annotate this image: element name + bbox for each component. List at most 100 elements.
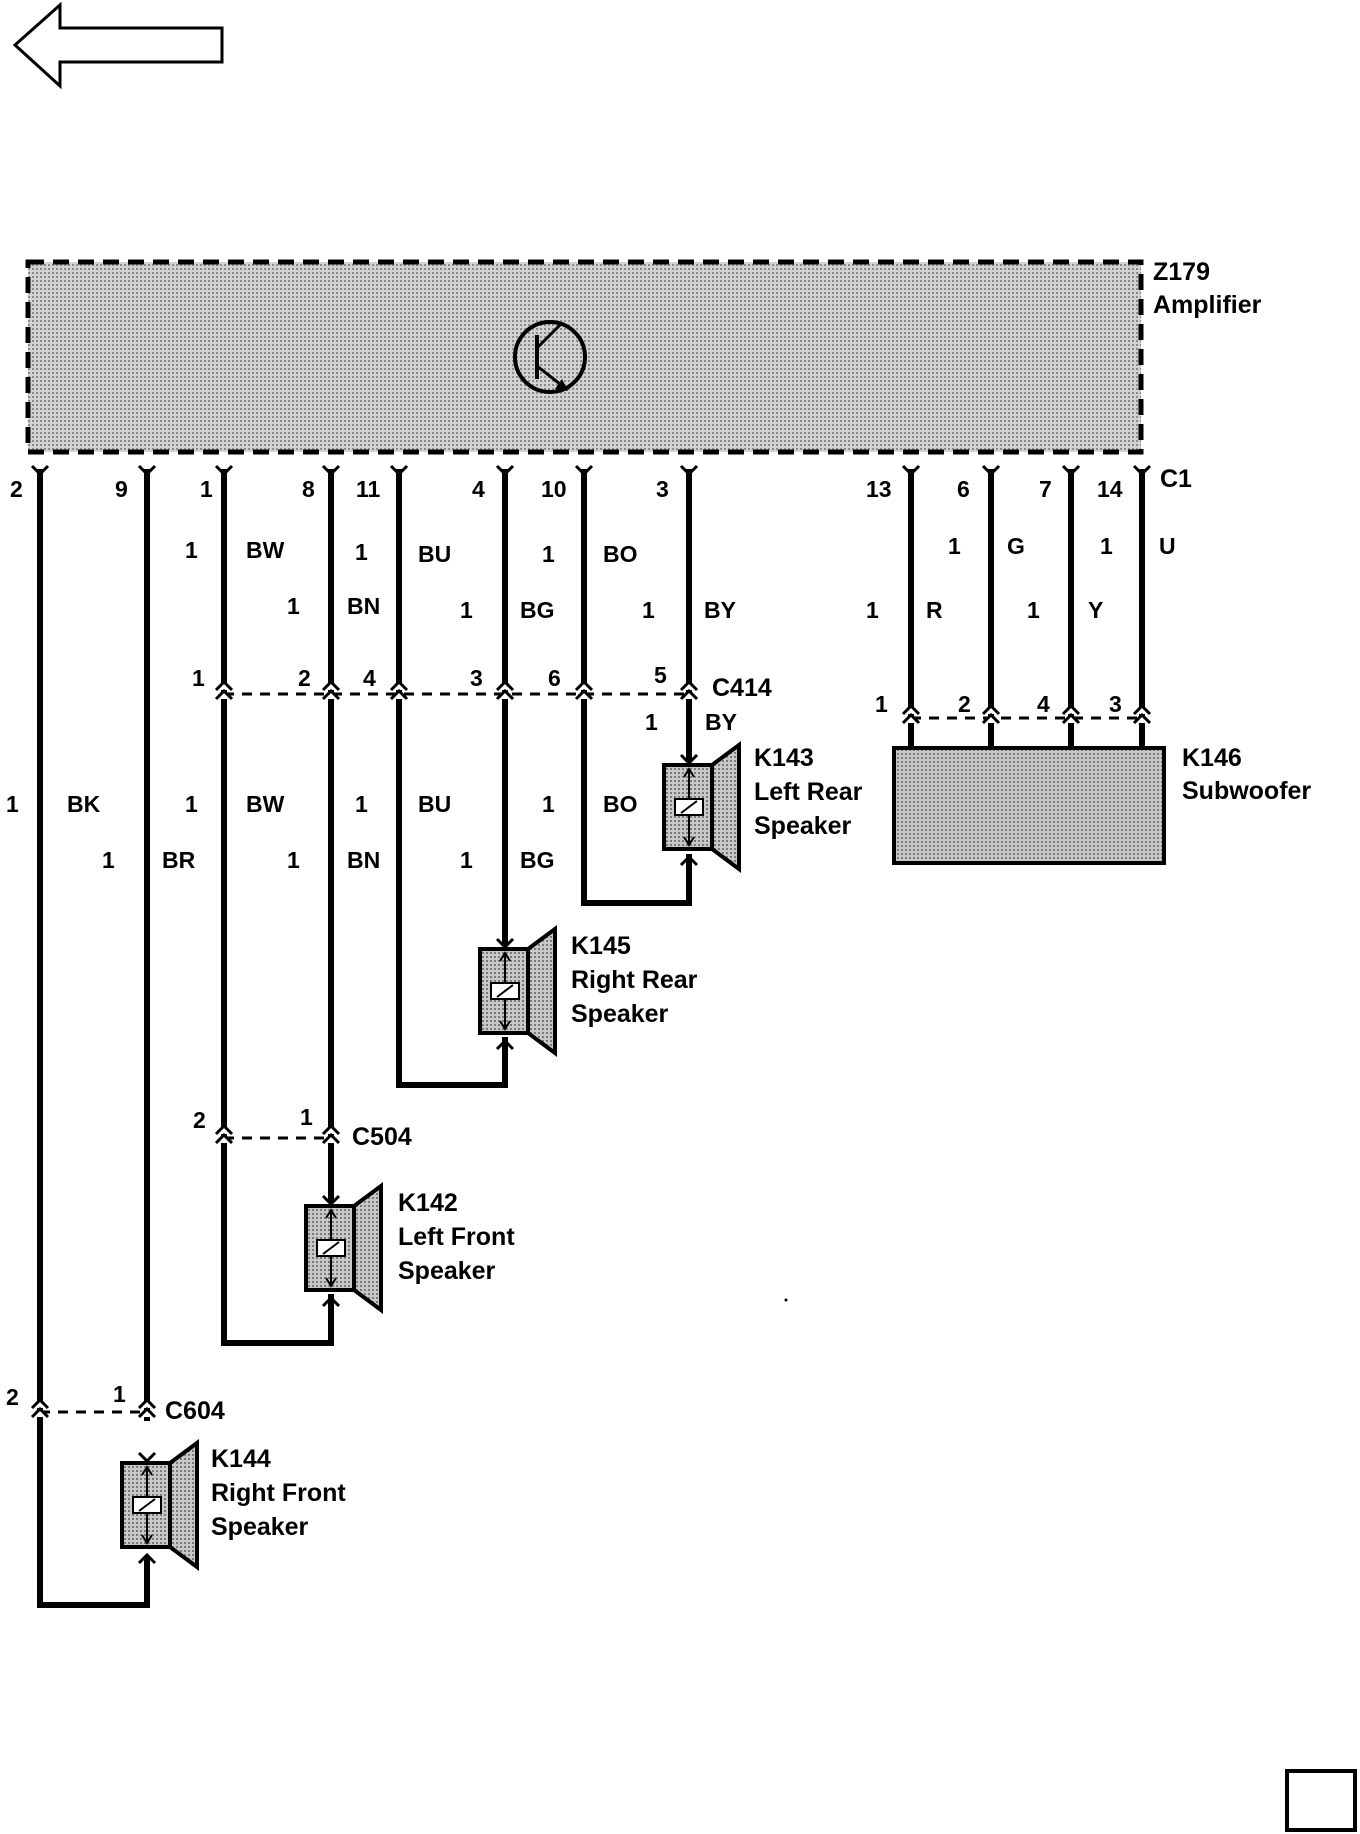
svg-text:1: 1 xyxy=(460,597,473,623)
svg-text:5: 5 xyxy=(654,662,667,688)
page-box[interactable] xyxy=(1285,1769,1357,1832)
transistor-icon xyxy=(513,320,587,394)
pin-9: 9 xyxy=(115,476,128,502)
label-by-lower: BY xyxy=(705,709,737,735)
amplifier-id: Z179 xyxy=(1153,258,1210,286)
svg-text:2: 2 xyxy=(193,1107,206,1133)
svg-text:4: 4 xyxy=(363,665,376,691)
svg-text:1: 1 xyxy=(948,533,961,559)
svg-text:1: 1 xyxy=(355,791,368,817)
speaker-left-rear-id: K143 xyxy=(754,744,814,772)
svg-text:1: 1 xyxy=(1100,533,1113,559)
connector-c414-label: C414 xyxy=(712,674,772,702)
svg-text:1: 1 xyxy=(287,847,300,873)
svg-text:1: 1 xyxy=(185,791,198,817)
svg-text:1: 1 xyxy=(185,537,198,563)
amplifier-terminals xyxy=(30,464,1152,477)
pin-1: 1 xyxy=(200,476,213,502)
speaker-left-front xyxy=(304,1182,383,1314)
svg-text:6: 6 xyxy=(548,665,561,691)
stray-mark xyxy=(784,1298,788,1302)
svg-text:1: 1 xyxy=(113,1381,126,1407)
label-br: BR xyxy=(162,847,196,873)
svg-text:1: 1 xyxy=(642,597,655,623)
speaker-right-front-id: K144 xyxy=(211,1445,271,1473)
svg-text:3: 3 xyxy=(1109,691,1122,717)
speaker-left-front-line1: Left Front xyxy=(398,1223,515,1251)
pin-10: 10 xyxy=(541,476,567,502)
speaker-right-rear-id: K145 xyxy=(571,932,631,960)
pin-13: 13 xyxy=(866,476,892,502)
wire-bw xyxy=(221,469,334,1346)
speaker-right-front xyxy=(120,1439,199,1571)
svg-text:1: 1 xyxy=(192,665,205,691)
label-bw-lower: BW xyxy=(246,791,285,817)
amplifier-connector: C1 xyxy=(1160,465,1192,493)
speaker-right-front-line1: Right Front xyxy=(211,1479,346,1507)
label-bn-upper: BN xyxy=(347,593,380,619)
svg-text:1: 1 xyxy=(542,541,555,567)
label-bo-upper: BO xyxy=(603,541,638,567)
subwoofer-name: Subwoofer xyxy=(1182,777,1311,805)
subwoofer-id: K146 xyxy=(1182,744,1242,772)
upper-wire-labels: 1 BW 1 BU 1 BO 1 BN 1 BG 1 BY 1 G 1 U 1 … xyxy=(185,533,1176,623)
connector-c604-label: C604 xyxy=(165,1397,225,1425)
label-bn-lower: BN xyxy=(347,847,380,873)
label-bw-upper: BW xyxy=(246,537,285,563)
label-g: G xyxy=(1007,533,1025,559)
pin-6: 6 xyxy=(957,476,970,502)
svg-text:1: 1 xyxy=(866,597,879,623)
speaker-right-rear xyxy=(478,925,557,1057)
svg-text:4: 4 xyxy=(1037,691,1050,717)
speaker-left-front-id: K142 xyxy=(398,1189,458,1217)
svg-text:3: 3 xyxy=(470,665,483,691)
label-r: R xyxy=(926,597,943,623)
svg-text:1: 1 xyxy=(875,691,888,717)
label-bk: BK xyxy=(67,791,101,817)
speaker-right-rear-line1: Right Rear xyxy=(571,966,698,994)
pin-8: 8 xyxy=(302,476,315,502)
connector-c414: 1 2 4 3 6 5 C414 1 BY xyxy=(192,662,772,735)
label-y: Y xyxy=(1088,597,1103,623)
subwoofer-connector: 1 2 4 3 xyxy=(875,691,1152,725)
connector-c504-label: C504 xyxy=(352,1123,412,1151)
pin-14: 14 xyxy=(1097,476,1123,502)
connector-c504: 2 1 C504 xyxy=(193,1104,412,1151)
speaker-left-rear-line1: Left Rear xyxy=(754,778,863,806)
svg-text:1: 1 xyxy=(542,791,555,817)
connector-c604: 2 1 C604 xyxy=(6,1381,225,1425)
label-by-upper: BY xyxy=(704,597,736,623)
svg-text:1: 1 xyxy=(645,709,658,735)
svg-text:2: 2 xyxy=(298,665,311,691)
svg-text:2: 2 xyxy=(958,691,971,717)
speaker-left-front-line2: Speaker xyxy=(398,1257,496,1285)
svg-text:1: 1 xyxy=(460,847,473,873)
pin-11: 11 xyxy=(356,476,381,502)
wires xyxy=(37,469,1145,1608)
svg-text:2: 2 xyxy=(6,1384,19,1410)
wire-bu xyxy=(396,469,508,1088)
back-arrow-icon[interactable] xyxy=(12,1,224,90)
amplifier-pin-numbers: 2 9 1 8 11 4 10 3 13 6 7 14 C1 xyxy=(10,465,1192,502)
speaker-left-rear-line2: Speaker xyxy=(754,812,852,840)
amplifier-name: Amplifier xyxy=(1153,291,1262,319)
svg-text:1: 1 xyxy=(287,593,300,619)
subwoofer-block xyxy=(892,746,1166,865)
svg-text:1: 1 xyxy=(6,791,19,817)
pin-4: 4 xyxy=(472,476,485,502)
label-bu-lower: BU xyxy=(418,791,451,817)
speaker-left-rear xyxy=(662,741,741,873)
pin-2: 2 xyxy=(10,476,23,502)
pin-3: 3 xyxy=(656,476,669,502)
label-bg-upper: BG xyxy=(520,597,555,623)
pin-7: 7 xyxy=(1039,476,1052,502)
lower-wire-labels: 1 BK 1 BW 1 BU 1 BO 1 BR 1 BN 1 BG xyxy=(6,791,638,873)
svg-text:1: 1 xyxy=(1027,597,1040,623)
wire-bk xyxy=(37,469,150,1608)
svg-text:1: 1 xyxy=(102,847,115,873)
svg-text:1: 1 xyxy=(300,1104,313,1130)
amplifier-block xyxy=(25,259,1144,455)
speaker-right-front-line2: Speaker xyxy=(211,1513,309,1541)
label-bo-lower: BO xyxy=(603,791,638,817)
